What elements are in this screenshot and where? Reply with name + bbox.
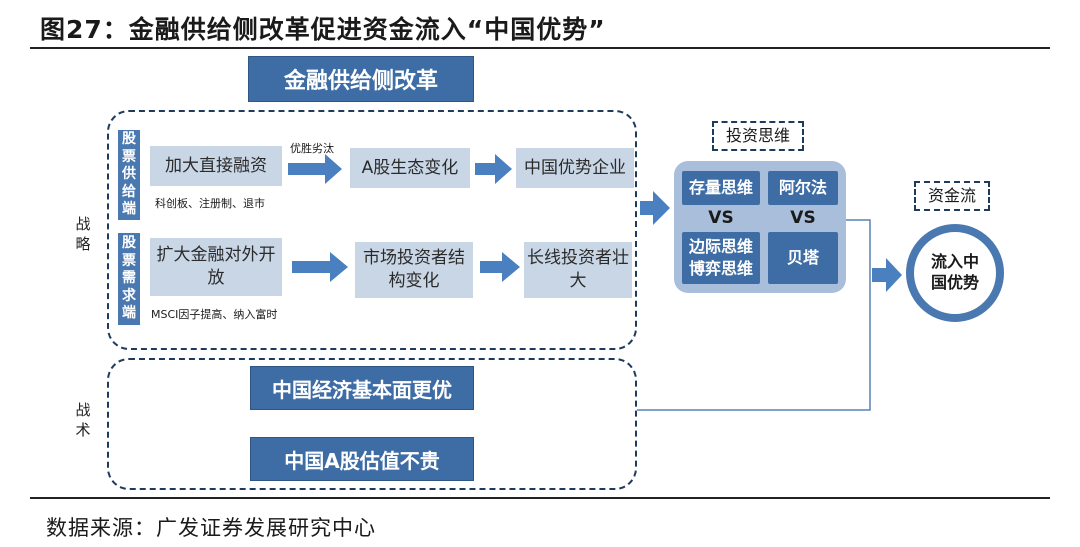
financial-opening-box: 扩大金融对外开放: [150, 238, 282, 296]
ecosystem-change-box: A股生态变化: [350, 148, 470, 188]
capital-flow-label: 资金流: [914, 181, 990, 211]
financial-opening-note: MSCI因子提高、纳入富时: [151, 308, 278, 321]
vs-left: VS: [708, 208, 734, 228]
title-rule: [30, 47, 1050, 49]
strategy-label: 战略: [75, 215, 91, 254]
tactics-container: [107, 358, 637, 490]
arrow-ecosystem-to-companies: [475, 154, 512, 184]
tactics-label: 战术: [75, 401, 91, 440]
alpha-box: 阿尔法: [768, 171, 838, 205]
china-advantage-circle: 流入中国优势: [906, 224, 1004, 322]
beta-box: 贝塔: [768, 232, 838, 284]
china-advantage-companies-box: 中国优势企业: [516, 148, 634, 188]
line-tactics-to-merge: [637, 275, 871, 411]
investment-thinking-label: 投资思维: [712, 121, 804, 151]
stock-thinking-box: 存量思维: [682, 171, 760, 205]
marginal-thinking-box: 边际思维博弈思维: [682, 232, 760, 284]
demand-side-label: 股票需求端: [118, 233, 140, 325]
vs-right: VS: [790, 208, 816, 228]
arrow-opening-to-structure: [292, 252, 348, 282]
arrow-strategy-to-panel: [640, 191, 670, 225]
long-term-investors-box: 长线投资者壮大: [524, 242, 632, 298]
strategy-container: [107, 110, 637, 350]
source-rule: [30, 497, 1050, 499]
arrow-structure-to-investors: [480, 252, 520, 282]
direct-financing-box: 加大直接融资: [150, 146, 282, 186]
valuation-box: 中国A股估值不贵: [250, 437, 474, 481]
survival-of-fittest-note: 优胜劣汰: [290, 142, 334, 155]
arrow-financing-to-ecosystem: [288, 154, 342, 184]
supply-side-label: 股票供给端: [118, 130, 140, 220]
arrow-panel-to-circle: [872, 258, 902, 292]
line-panel-to-merge: [846, 219, 871, 275]
fundamentals-box: 中国经济基本面更优: [250, 366, 474, 410]
figure-title: 图27：金融供给侧改革促进资金流入“中国优势”: [40, 15, 606, 44]
header-box: 金融供给侧改革: [248, 56, 474, 102]
investor-structure-box: 市场投资者结构变化: [355, 242, 473, 298]
figure-source: 数据来源：广发证券发展研究中心: [46, 516, 376, 540]
direct-financing-note: 科创板、注册制、退市: [155, 197, 265, 210]
